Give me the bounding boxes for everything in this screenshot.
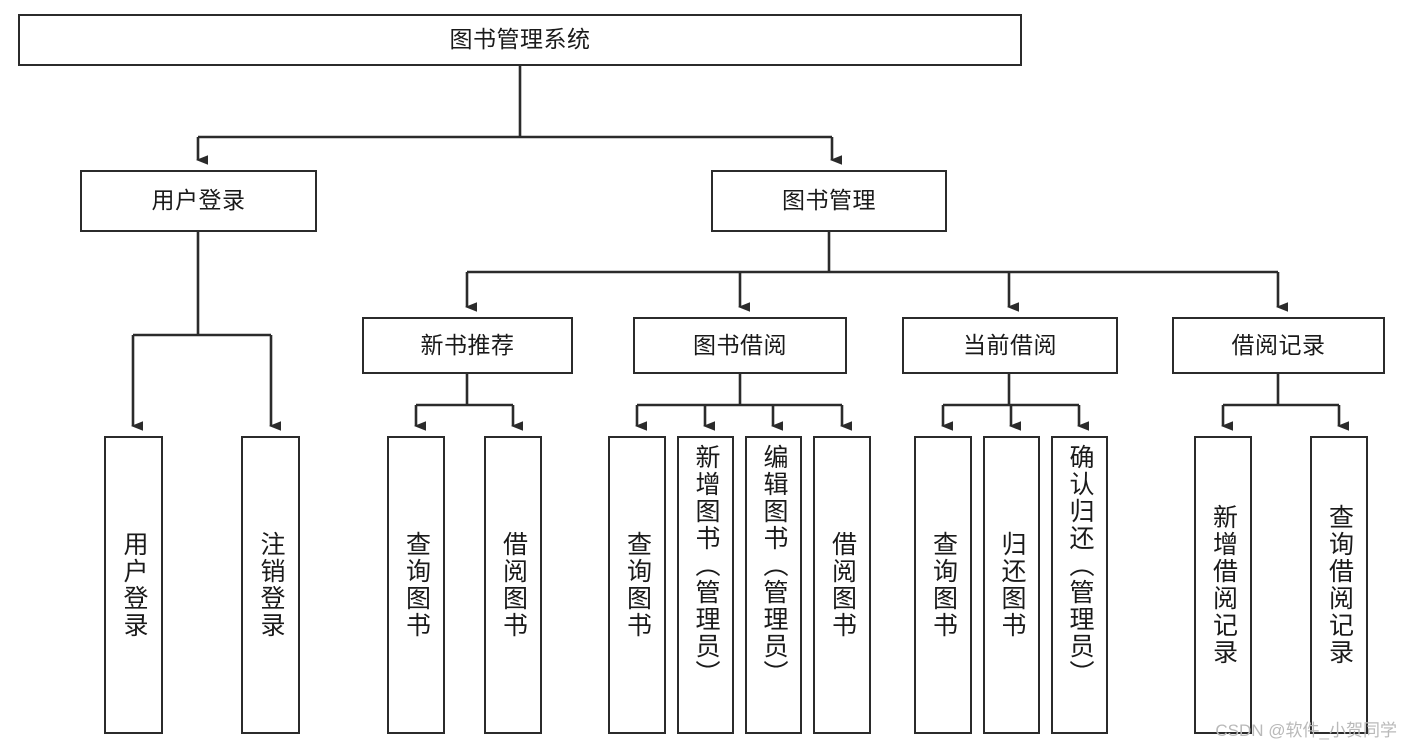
leaf-user-login-login-label: 用户登录: [120, 531, 148, 639]
leaf-new-book-query-label: 查询图书: [402, 531, 431, 639]
node-user-login[interactable]: 用户登录: [80, 170, 317, 232]
node-book-management-label: 图书管理: [782, 187, 876, 214]
node-root-system-label: 图书管理系统: [449, 26, 591, 53]
leaf-book-borrow-add-label: 新增图书（管理员）: [692, 444, 720, 687]
node-borrow-record[interactable]: 借阅记录: [1172, 317, 1385, 374]
leaf-book-borrow-edit[interactable]: 编辑图书（管理员）: [745, 436, 802, 734]
leaf-current-borrow-query[interactable]: 查询图书: [914, 436, 972, 734]
leaf-book-borrow-edit-label: 编辑图书（管理员）: [760, 444, 788, 687]
leaf-current-borrow-confirm[interactable]: 确认归还（管理员）: [1051, 436, 1108, 734]
node-book-borrow[interactable]: 图书借阅: [633, 317, 847, 374]
node-current-borrow[interactable]: 当前借阅: [902, 317, 1118, 374]
leaf-borrow-record-add-label: 新增借阅记录: [1209, 504, 1238, 666]
leaf-new-book-borrow-label: 借阅图书: [499, 531, 528, 639]
node-current-borrow-label: 当前借阅: [963, 331, 1057, 358]
node-borrow-record-label: 借阅记录: [1231, 331, 1326, 358]
leaf-borrow-record-query-label: 查询借阅记录: [1325, 504, 1354, 666]
leaf-book-borrow-borrow-label: 借阅图书: [828, 531, 857, 639]
node-book-management[interactable]: 图书管理: [711, 170, 947, 232]
leaf-book-borrow-query-label: 查询图书: [623, 531, 652, 639]
leaf-book-borrow-borrow[interactable]: 借阅图书: [813, 436, 871, 734]
leaf-user-login-logout-label: 注销登录: [257, 531, 285, 639]
leaf-new-book-query[interactable]: 查询图书: [387, 436, 445, 734]
leaf-book-borrow-query[interactable]: 查询图书: [608, 436, 666, 734]
leaf-current-borrow-return[interactable]: 归还图书: [983, 436, 1040, 734]
leaf-current-borrow-confirm-label: 确认归还（管理员）: [1066, 444, 1094, 687]
leaf-user-login-logout[interactable]: 注销登录: [241, 436, 300, 734]
leaf-current-borrow-query-label: 查询图书: [929, 531, 958, 639]
leaf-borrow-record-add[interactable]: 新增借阅记录: [1194, 436, 1252, 734]
node-new-book-recommend[interactable]: 新书推荐: [362, 317, 573, 374]
leaf-borrow-record-query[interactable]: 查询借阅记录: [1310, 436, 1368, 734]
leaf-book-borrow-add[interactable]: 新增图书（管理员）: [677, 436, 734, 734]
leaf-new-book-borrow[interactable]: 借阅图书: [484, 436, 542, 734]
leaf-current-borrow-return-label: 归还图书: [998, 531, 1026, 639]
node-new-book-recommend-label: 新书推荐: [420, 331, 515, 358]
node-book-borrow-label: 图书借阅: [693, 331, 787, 358]
leaf-user-login-login[interactable]: 用户登录: [104, 436, 163, 734]
csdn-watermark: CSDN @软件_小贺同学: [1215, 721, 1397, 740]
node-user-login-label: 用户登录: [151, 187, 246, 214]
node-root-system[interactable]: 图书管理系统: [18, 14, 1022, 66]
